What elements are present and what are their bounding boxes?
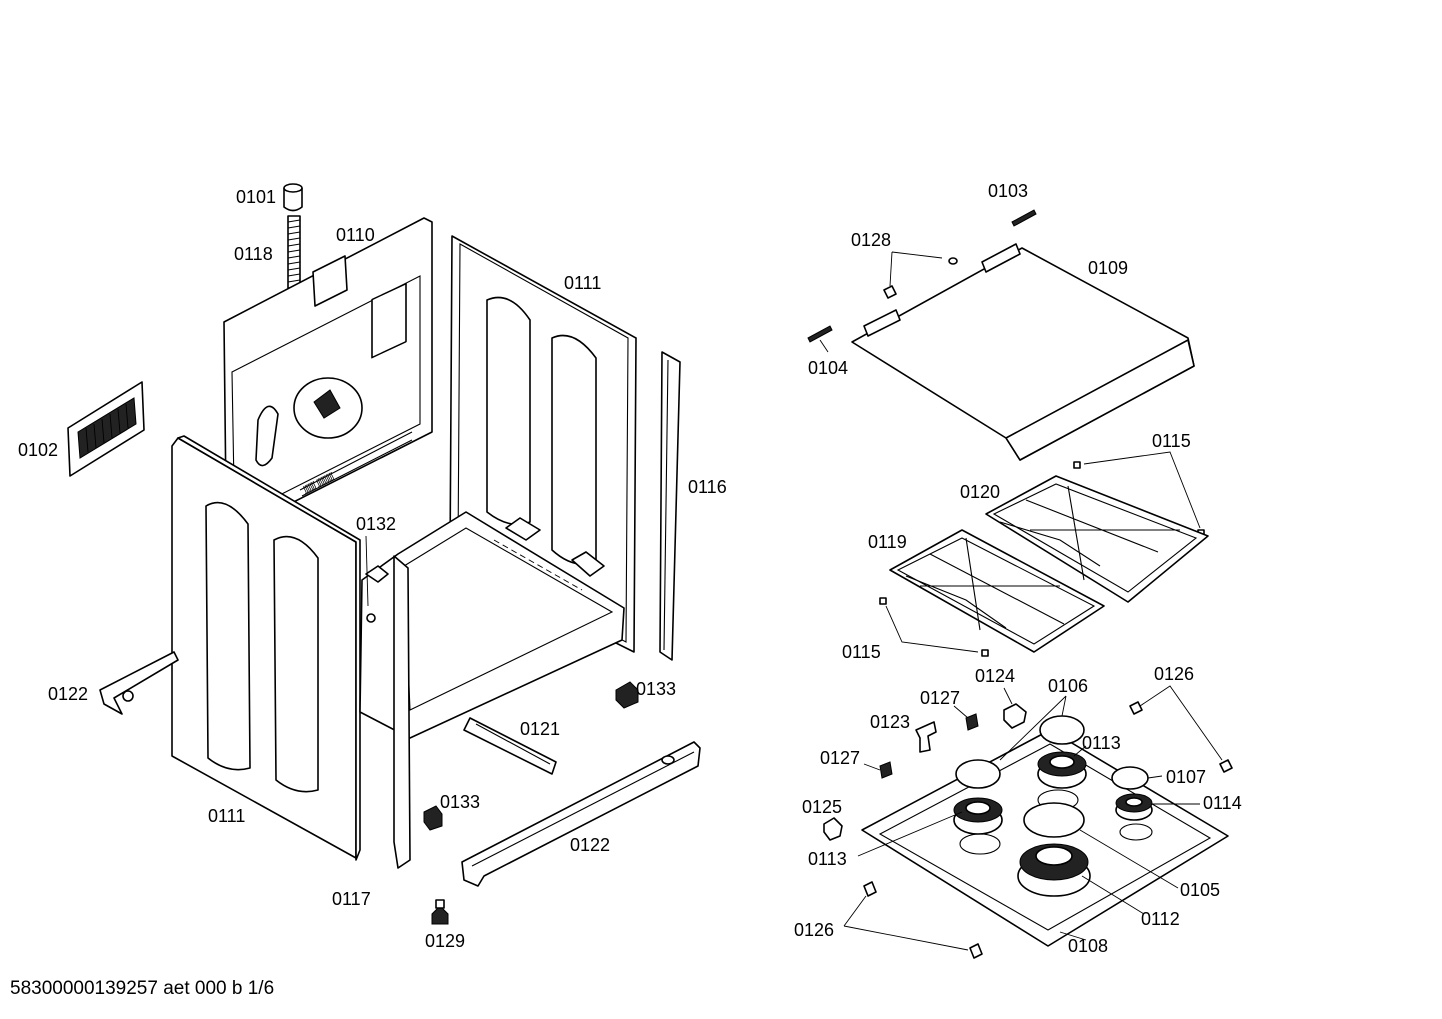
part-0126-clips[interactable] bbox=[843, 685, 1233, 959]
label-0129: 0129 bbox=[425, 931, 465, 951]
part-0101-cap[interactable] bbox=[283, 183, 303, 212]
label-0133-lower: 0133 bbox=[440, 792, 480, 812]
label-0120: 0120 bbox=[960, 482, 1000, 502]
label-0112: 0112 bbox=[1141, 909, 1180, 929]
part-0112-burner-large[interactable] bbox=[1017, 843, 1091, 897]
label-0114: 0114 bbox=[1203, 793, 1242, 813]
label-0119: 0119 bbox=[868, 532, 907, 552]
label-0118: 0118 bbox=[234, 244, 273, 264]
label-0102: 0102 bbox=[18, 440, 58, 460]
label-0106: 0106 bbox=[1048, 676, 1088, 696]
label-0110: 0110 bbox=[336, 225, 375, 245]
part-0103-screw[interactable] bbox=[1011, 209, 1037, 227]
label-0113-back: 0113 bbox=[1082, 733, 1121, 753]
label-0105: 0105 bbox=[1180, 880, 1220, 900]
part-0104-screw[interactable] bbox=[807, 325, 833, 353]
leader-lines-right bbox=[857, 745, 1200, 941]
part-0122-foot-rail-left[interactable] bbox=[99, 651, 179, 715]
part-0123-connector[interactable] bbox=[915, 721, 937, 753]
label-0104: 0104 bbox=[808, 358, 848, 378]
part-oven-floor[interactable] bbox=[359, 511, 625, 739]
part-0109-lid[interactable] bbox=[851, 243, 1195, 461]
label-0101: 0101 bbox=[236, 187, 276, 207]
part-0106-burner-caps[interactable] bbox=[955, 695, 1085, 789]
label-0109: 0109 bbox=[1088, 258, 1128, 278]
label-0115-bottom: 0115 bbox=[842, 642, 881, 662]
label-0126-bottom: 0126 bbox=[794, 920, 834, 940]
label-0108: 0108 bbox=[1068, 936, 1108, 956]
part-0119-pan-support[interactable] bbox=[889, 529, 1105, 653]
label-0127-lower: 0127 bbox=[820, 748, 860, 768]
label-0121: 0121 bbox=[520, 719, 560, 739]
document-footer: 58300000139257 aet 000 b 1/6 bbox=[10, 978, 275, 999]
label-0103: 0103 bbox=[988, 181, 1028, 201]
label-0115-top: 0115 bbox=[1152, 431, 1191, 451]
part-0102-vent-grille[interactable] bbox=[67, 381, 145, 477]
label-0107: 0107 bbox=[1166, 767, 1206, 787]
part-0116-front-strip[interactable] bbox=[659, 351, 681, 661]
part-0127-clip-upper[interactable] bbox=[953, 705, 979, 731]
part-0111-side-panel-left[interactable] bbox=[171, 435, 361, 861]
label-0111-right: 0111 bbox=[564, 273, 601, 293]
part-0124-bracket[interactable] bbox=[1003, 687, 1027, 729]
label-0128: 0128 bbox=[851, 230, 891, 250]
part-0114-burner-small[interactable] bbox=[1115, 793, 1153, 821]
part-0107-burner-cap-small[interactable] bbox=[1111, 766, 1149, 790]
part-0118-hose[interactable] bbox=[287, 215, 301, 289]
part-0128-grommet[interactable] bbox=[883, 251, 958, 299]
label-0126-top: 0126 bbox=[1154, 664, 1194, 684]
part-0105-burner-cap-large[interactable] bbox=[1023, 802, 1085, 838]
label-0116: 0116 bbox=[688, 477, 727, 497]
part-0129-bolt[interactable] bbox=[431, 899, 449, 925]
label-0133-upper: 0133 bbox=[636, 679, 676, 699]
part-0113-burner-back[interactable] bbox=[1037, 751, 1087, 789]
part-0117-front-strip[interactable] bbox=[393, 555, 411, 869]
label-0122-right: 0122 bbox=[570, 835, 610, 855]
part-0113-burner-left[interactable] bbox=[953, 797, 1003, 835]
label-0123: 0123 bbox=[870, 712, 910, 732]
part-0133-clip-upper[interactable] bbox=[615, 681, 639, 709]
label-0127-upper: 0127 bbox=[920, 688, 960, 708]
label-0124: 0124 bbox=[975, 666, 1015, 686]
label-0117: 0117 bbox=[332, 889, 371, 909]
label-0132: 0132 bbox=[356, 514, 396, 534]
label-0113-left: 0113 bbox=[808, 849, 847, 869]
part-0120-pan-support[interactable] bbox=[985, 475, 1209, 603]
part-0125-clip[interactable] bbox=[823, 817, 843, 841]
leader-lines-left bbox=[365, 535, 369, 607]
part-0121-rail[interactable] bbox=[463, 717, 557, 775]
part-labels: 0101 0118 0110 0111 0102 0116 0132 0122 … bbox=[18, 181, 1242, 956]
label-0125: 0125 bbox=[802, 797, 842, 817]
label-0111-left: 0111 bbox=[208, 806, 245, 826]
part-0132-bracket[interactable] bbox=[365, 565, 389, 623]
part-0127-clip-lower[interactable] bbox=[863, 761, 893, 779]
label-0122-left: 0122 bbox=[48, 684, 88, 704]
part-0122-foot-rail-right[interactable] bbox=[461, 741, 701, 887]
part-0133-clip-lower[interactable] bbox=[423, 805, 443, 831]
